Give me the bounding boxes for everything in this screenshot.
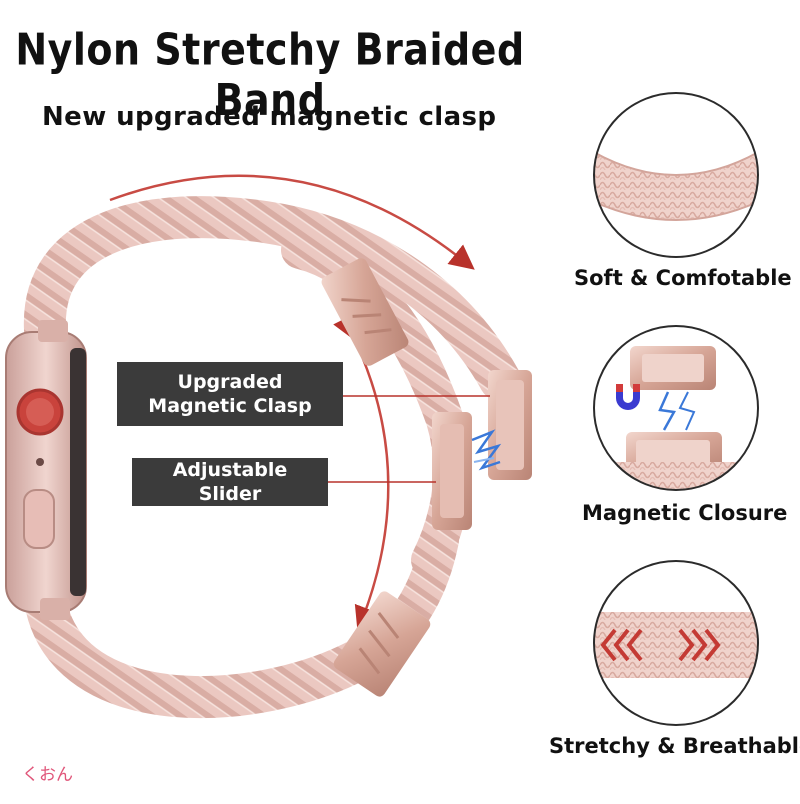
magnetic-spark [471,429,502,471]
feature-label-soft: Soft & Comfotable [574,266,792,290]
callout-magnetic-clasp: Upgraded Magnetic Clasp [117,362,343,426]
magnetic-clasp-part-b [432,412,472,530]
feature-magnetic-image [593,325,759,491]
feature-stretch-image [593,560,759,726]
watch-case [5,320,87,620]
feature-soft-image [593,92,759,258]
callout-adjustable-slider: Adjustable Slider [132,458,328,506]
page-title: Nylon Stretchy Braided Band [15,24,525,126]
slider-upper [321,258,409,366]
band-upper-loop [23,196,521,401]
magnetic-clasp-part-a [488,370,532,480]
page-subtitle: New upgraded magnetic clasp [42,102,497,132]
watermark-text: くおん [22,765,73,785]
stretch-arrow-top [109,174,475,270]
feature-label-magnetic: Magnetic Closure [582,501,788,525]
adjust-arrow-left [333,313,390,632]
slider-lower [333,591,431,697]
feature-label-stretchy: Stretchy & Breathable [549,734,800,758]
